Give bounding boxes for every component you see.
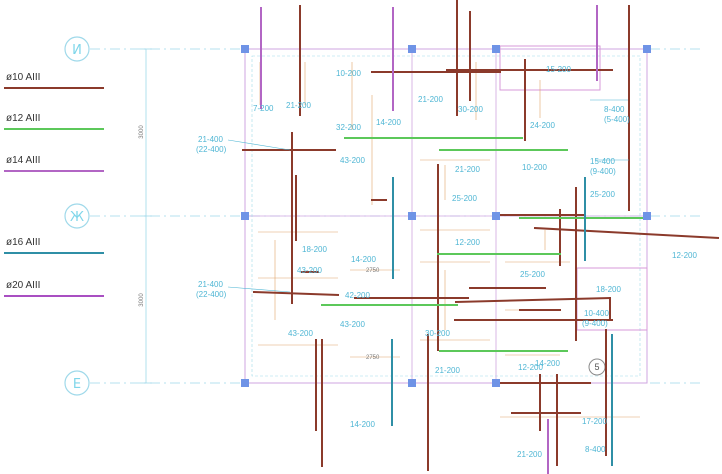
rebar-spec: 18-200 [302,245,327,254]
column [241,212,249,220]
rebar-spec: 10-200 [336,69,361,78]
axis-label-e: Е [73,377,81,392]
rebar-spec: 10-200 [522,163,547,172]
rebar-spec: 21-200 [517,450,542,459]
column [492,379,500,387]
opening-frame [499,45,601,91]
legend-label-d14: ø14 AIII [6,155,40,166]
rebar-spec: 43-200 [297,266,322,275]
rebar-d14-group [260,5,598,474]
rebar-d10 [454,296,612,304]
vertical-dimension: 3000 3000 [139,48,152,384]
rebar-spec: 21-200 [418,95,443,104]
dimension-value-span-a: 2750 [366,268,380,274]
rebar-spec: 12-200 [518,363,543,372]
rebar-spec: 12-200 [455,238,480,247]
rebar-d10-group [242,0,720,471]
legend-label-d16: ø16 AIII [6,237,40,248]
rebar-spec: 21-200 [435,366,460,375]
rebar-spec: 30-200 [425,329,450,338]
rebar-spec: (5-400) [604,115,630,124]
rebar-spec: 32-200 [336,123,361,132]
axis-label-i: И [72,43,82,58]
rebar-spec: 15-200 [546,65,571,74]
column [408,379,416,387]
rebar-d10 [252,290,340,297]
rebar-spec: 10-400 [584,309,609,318]
rebar-spec: 14-200 [351,255,376,264]
callout-leaders [227,99,629,293]
rebar-spec: 21-200 [455,165,480,174]
rebar-spec: (22-400) [196,290,227,299]
rebar-spec: 14-200 [535,359,560,368]
rebar-spec: 18-200 [596,285,621,294]
rebar-spec: (9-400) [582,319,608,328]
rebar-spec: 43-200 [288,329,313,338]
rebar-spec: 15-400 [590,157,615,166]
slab-inner-dashed [251,55,641,377]
rebar-spec: 43-200 [340,156,365,165]
rebar-spec: 8-400 [585,445,606,454]
legend-label-d10: ø10 AIII [6,72,40,83]
rebar-specs: 7-200 21-200 10-200 32-200 14-200 21-200… [196,65,697,459]
column [408,45,416,53]
dimension-value-span-b: 2750 [366,355,380,361]
axis-label-zh: Ж [70,210,84,225]
column [492,212,500,220]
rebar-spec: (22-400) [196,145,227,154]
rebar-spec: 25-200 [452,194,477,203]
column [643,212,651,220]
column [241,379,249,387]
rebar-spec: 43-200 [340,320,365,329]
columns [241,45,651,387]
rebar-spec: 24-200 [530,121,555,130]
rebar-spec: 14-200 [376,118,401,127]
column [643,45,651,53]
rebar-spec: 8-400 [604,105,625,114]
rebar-spec: 42-200 [345,291,370,300]
rebar-spec: 21-400 [198,135,223,144]
rebar-spec: 25-200 [520,270,545,279]
grid-axes: И Ж Е 5 [64,36,700,396]
column [241,45,249,53]
rebar-spec: 7-200 [253,104,274,113]
rebar-spec: 21-400 [198,280,223,289]
rebar-d16-group [391,177,613,466]
axis-label-5: 5 [594,362,599,372]
axis-bubble-zh [64,203,90,229]
legend-label-d20: ø20 AIII [6,280,40,291]
dimension-value-upper: 3000 [139,125,145,139]
dimension-value-lower: 3000 [139,293,145,307]
rebar-spec: 14-200 [350,420,375,429]
rebar-d12-group [321,137,646,352]
rebar-spec: 25-200 [590,190,615,199]
axis-bubble-e [64,370,90,396]
legend-label-d12: ø12 AIII [6,113,40,124]
legend: ø10 AIII ø12 AIII ø14 AIII ø16 AIII ø20 … [4,72,104,297]
rebar-spec: 30-200 [458,105,483,114]
rebar-spec: (9-400) [590,167,616,176]
rebar-spec: 12-200 [672,251,697,260]
rebar-d10 [533,226,720,240]
rebar-spec: 17-200 [582,417,607,426]
column [492,45,500,53]
rebar-spec: 21-200 [286,101,311,110]
axis-bubble-i [64,36,90,62]
column [408,212,416,220]
